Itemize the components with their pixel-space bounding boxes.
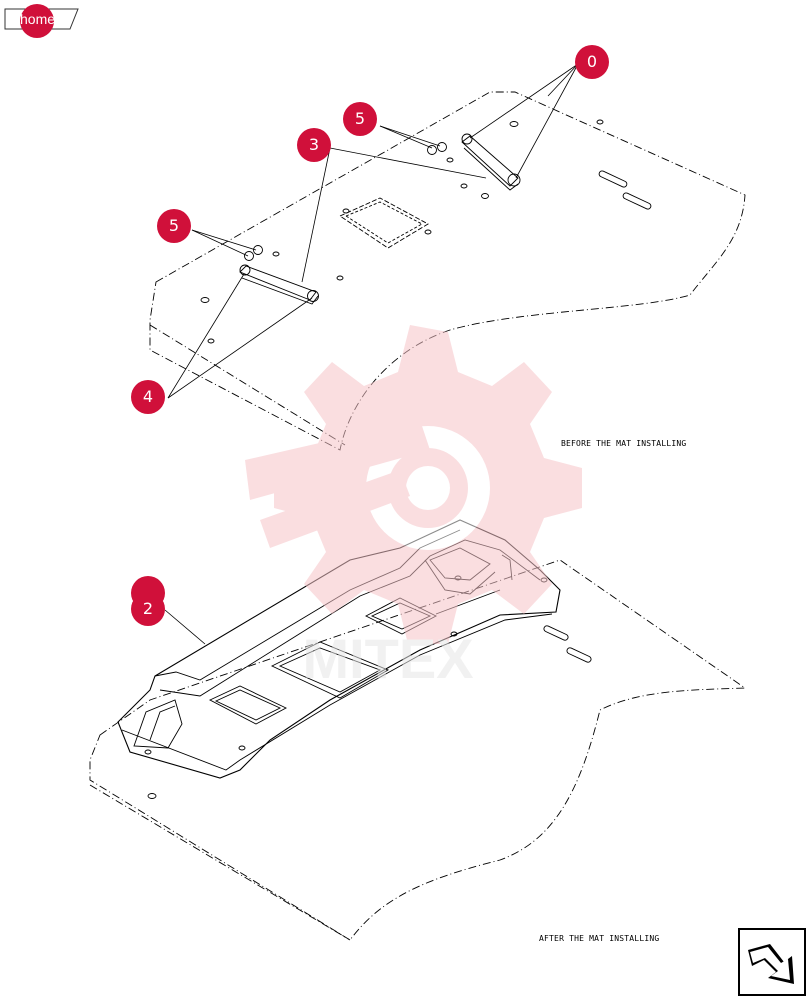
note-after-install: AFTER THE MAT INSTALLING xyxy=(539,934,660,943)
callout-2[interactable]: 2 xyxy=(131,592,165,626)
bracket-lower xyxy=(239,265,317,301)
mat-recess xyxy=(208,685,287,725)
lower-floor-plate xyxy=(89,559,747,941)
note-before-install: BEFORE THE MAT INSTALLING xyxy=(561,439,687,448)
mat-recess xyxy=(270,641,390,699)
home-button[interactable]: home xyxy=(20,4,54,38)
floor-mat xyxy=(117,519,561,779)
callout-3[interactable]: 3 xyxy=(297,128,331,162)
bracket-upper xyxy=(461,135,519,187)
upper-floor-plate xyxy=(149,91,746,451)
slot xyxy=(566,647,592,663)
callout-5-lower[interactable]: 5 xyxy=(157,209,191,243)
callout-4[interactable]: 4 xyxy=(131,380,165,414)
slot xyxy=(622,192,652,210)
access-panel xyxy=(339,197,429,249)
navigation-button[interactable] xyxy=(738,928,806,996)
navigation-arrow-icon xyxy=(738,928,806,996)
callout-0[interactable]: 0 xyxy=(575,45,609,79)
slot xyxy=(598,170,628,188)
slot xyxy=(543,625,569,641)
home-tab[interactable]: home xyxy=(4,4,79,38)
callout-5-upper[interactable]: 5 xyxy=(343,102,377,136)
